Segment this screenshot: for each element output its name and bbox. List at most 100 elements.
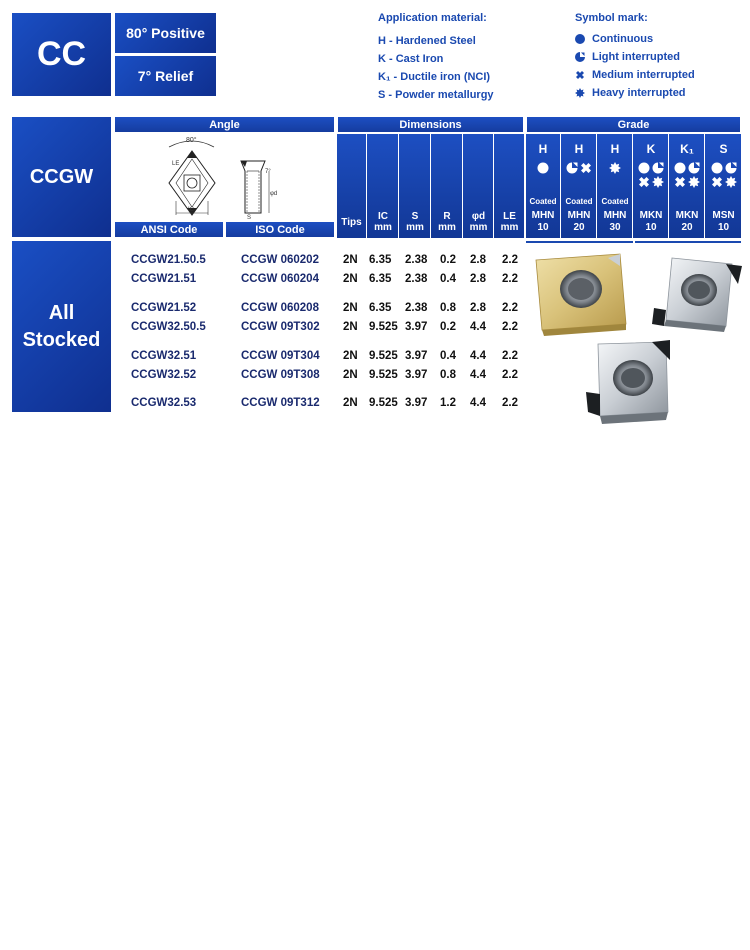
- continuous-icon: [638, 162, 650, 174]
- stock-label: All Stocked: [22, 301, 101, 351]
- grade-coated: Coated: [529, 197, 557, 206]
- medium-interrupted-icon: [639, 177, 649, 187]
- grade-material: H: [538, 142, 548, 156]
- r-value: 0.2: [440, 321, 456, 333]
- tips-value: 2N: [343, 350, 358, 362]
- r-value: 0.8: [440, 302, 456, 314]
- le-value: 2.2: [502, 273, 518, 285]
- s-value: 2.38: [405, 302, 428, 314]
- iso-code: CCGW 060202: [241, 254, 319, 266]
- ic-value: 9.525: [369, 397, 398, 409]
- ansi-header-label: ANSI Code: [140, 223, 198, 236]
- gold-insert-image: [535, 253, 627, 336]
- continuous-icon: [575, 34, 585, 45]
- grade-material: S: [719, 142, 728, 156]
- tips-value: 2N: [343, 397, 358, 409]
- dim-col-name: R: [443, 211, 451, 222]
- dim-col-name: S: [411, 211, 419, 222]
- stock-box: All Stocked: [11, 240, 112, 413]
- ansi-code: CCGW21.50.5: [131, 254, 206, 266]
- grade-material: H: [574, 142, 584, 156]
- iso-header-label: ISO Code: [255, 223, 305, 236]
- dim-col-r: R mm: [432, 134, 463, 238]
- dim-col-unit: mm: [500, 222, 519, 233]
- diagram-relief-label: 7°: [265, 169, 271, 175]
- angle-header: Angle: [114, 116, 335, 133]
- tips-value: 2N: [343, 321, 358, 333]
- light-interrupted-icon: [652, 162, 664, 174]
- phi-value: 4.4: [470, 397, 486, 409]
- application-legend: Application material: H - Hardened Steel…: [378, 12, 558, 101]
- dim-col-unit: mm: [438, 222, 456, 233]
- light-interrupted-icon: [725, 162, 736, 174]
- phi-value: 4.4: [470, 321, 486, 333]
- ansi-code: CCGW21.51: [131, 273, 197, 285]
- grade-underline-k: [635, 241, 741, 243]
- symbol-label: Light interrupted: [592, 51, 680, 63]
- diagram-ic-label: IC: [188, 207, 195, 213]
- table-row: CCGW32.51 CCGW 09T304 2N 9.525 3.97 0.4 …: [113, 350, 523, 364]
- insert-drawing: 80° IC LE 7° φd S: [114, 133, 335, 221]
- heavy-interrupted-icon: [652, 176, 664, 188]
- grade-material: H: [610, 142, 620, 156]
- grade-underline-h: [526, 241, 633, 243]
- r-value: 0.4: [440, 350, 456, 362]
- continuous-icon: [537, 162, 549, 174]
- insert-photos: [535, 253, 742, 424]
- grade-material: K₁: [680, 142, 694, 156]
- heavy-interrupted-icon: [575, 88, 585, 99]
- ansi-code: CCGW32.53: [131, 397, 197, 409]
- dim-col-name: φd: [471, 211, 486, 222]
- symbol-title: Symbol mark:: [575, 12, 648, 24]
- s-value: 3.97: [405, 350, 428, 362]
- iso-code: CCGW 09T304: [241, 350, 320, 362]
- s-value: 3.97: [405, 397, 428, 409]
- light-interrupted-icon: [566, 162, 578, 174]
- dim-col-name: IC: [378, 211, 388, 222]
- medium-interrupted-icon: [675, 177, 685, 187]
- ic-value: 9.525: [369, 350, 398, 362]
- ansi-code: CCGW32.50.5: [131, 321, 206, 333]
- silver-insert-image: [652, 257, 742, 332]
- dim-col-ic: IC mm: [368, 134, 399, 238]
- s-value: 2.38: [405, 273, 428, 285]
- application-title: Application material:: [378, 12, 487, 24]
- ic-value: 9.525: [369, 369, 398, 381]
- s-value: 3.97: [405, 369, 428, 381]
- diagram-s-label: S: [247, 215, 251, 221]
- diagram-le-label: LE: [172, 161, 179, 167]
- symbol-item: Continuous: [575, 33, 745, 45]
- insert-code: CC: [36, 35, 87, 73]
- family-box: CCGW: [11, 116, 112, 238]
- iso-code: CCGW 09T308: [241, 369, 320, 381]
- heavy-interrupted-icon: [724, 176, 737, 188]
- iso-code: CCGW 09T302: [241, 321, 320, 333]
- tips-value: 2N: [343, 254, 358, 266]
- heavy-interrupted-icon: [688, 176, 700, 188]
- continuous-icon: [711, 162, 722, 174]
- medium-interrupted-icon: [711, 177, 722, 187]
- dim-col-unit: mm: [406, 222, 424, 233]
- material-item: K - Cast Iron: [378, 53, 444, 65]
- ic-value: 6.35: [369, 254, 392, 266]
- symbol-item: Heavy interrupted: [575, 87, 745, 99]
- phi-value: 2.8: [470, 273, 486, 285]
- dim-col-name: LE: [503, 211, 516, 222]
- material-item: S - Powder metallurgy: [378, 89, 494, 101]
- le-value: 2.2: [502, 254, 518, 266]
- phi-value: 2.8: [470, 254, 486, 266]
- diagram-angle-label: 80°: [186, 136, 197, 144]
- material-item: K₁ - Ductile iron (NCI): [378, 71, 491, 83]
- r-value: 1.2: [440, 397, 456, 409]
- dim-col-phi: φd mm: [464, 134, 494, 238]
- symbol-item: Light interrupted: [575, 51, 745, 63]
- symbol-label: Medium interrupted: [592, 69, 695, 81]
- symbol-item: Medium interrupted: [575, 69, 745, 81]
- tips-value: 2N: [343, 273, 358, 285]
